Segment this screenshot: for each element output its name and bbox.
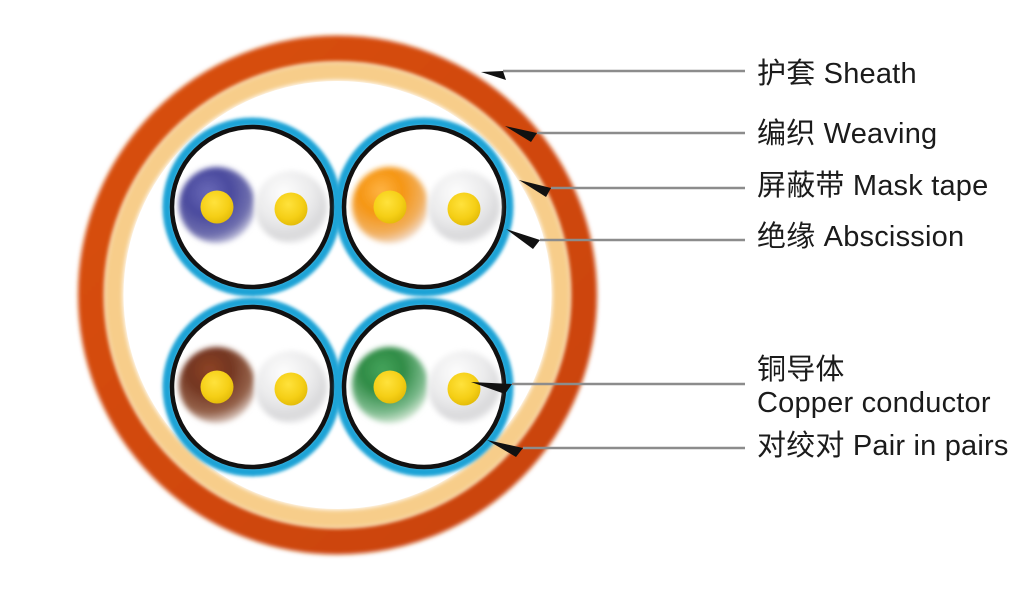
arrow-abscission [506, 229, 540, 249]
copper-core-brown [200, 370, 234, 404]
twisted-pair-green-white [334, 297, 514, 477]
copper-core-blue [200, 190, 234, 224]
leader-mask-tape [519, 180, 745, 197]
copper-core-green [373, 370, 407, 404]
outer-sheath [78, 35, 597, 555]
leader-abscission [506, 229, 745, 249]
copper-core-white-orange-pair [447, 192, 481, 226]
leader-pair-in-pairs [487, 440, 745, 457]
arrow-copper-conductor [471, 382, 512, 394]
callout-label-copper-conductor: 铜导体 Copper conductor [757, 354, 991, 420]
arrow-mask-tape [519, 180, 551, 197]
callout-label-mask-tape: 屏蔽带 Mask tape [757, 170, 989, 202]
arrow-sheath [481, 71, 506, 80]
leader-copper-conductor [471, 382, 745, 394]
leader-weaving [505, 126, 745, 142]
callout-label-abscission: 绝缘 Abscission [757, 221, 965, 253]
copper-core-white-green-pair [447, 372, 481, 406]
braid-layer [104, 62, 571, 528]
twisted-pair-brown-white [162, 297, 342, 477]
twisted-pair-orange-white [334, 117, 514, 297]
callout-label-copper-conductor-cn: 铜导体 [757, 354, 845, 386]
arrow-pair-in-pairs [487, 440, 523, 457]
copper-core-orange [373, 190, 407, 224]
copper-core-white-brown-pair [274, 372, 308, 406]
callout-label-sheath: 护套 Sheath [757, 58, 917, 90]
copper-core-white-blue-pair [274, 192, 308, 226]
callout-label-copper-conductor-en: Copper conductor [757, 387, 991, 419]
callout-label-weaving: 编织 Weaving [757, 118, 938, 150]
leader-sheath [481, 69, 745, 80]
twisted-pair-blue-white [162, 117, 342, 297]
arrow-weaving [505, 126, 537, 142]
callout-label-pair-in-pairs: 对绞对 Pair in pairs [757, 430, 1009, 462]
shield-tape-orange-pair [334, 117, 514, 297]
callout-leaders [471, 69, 745, 457]
